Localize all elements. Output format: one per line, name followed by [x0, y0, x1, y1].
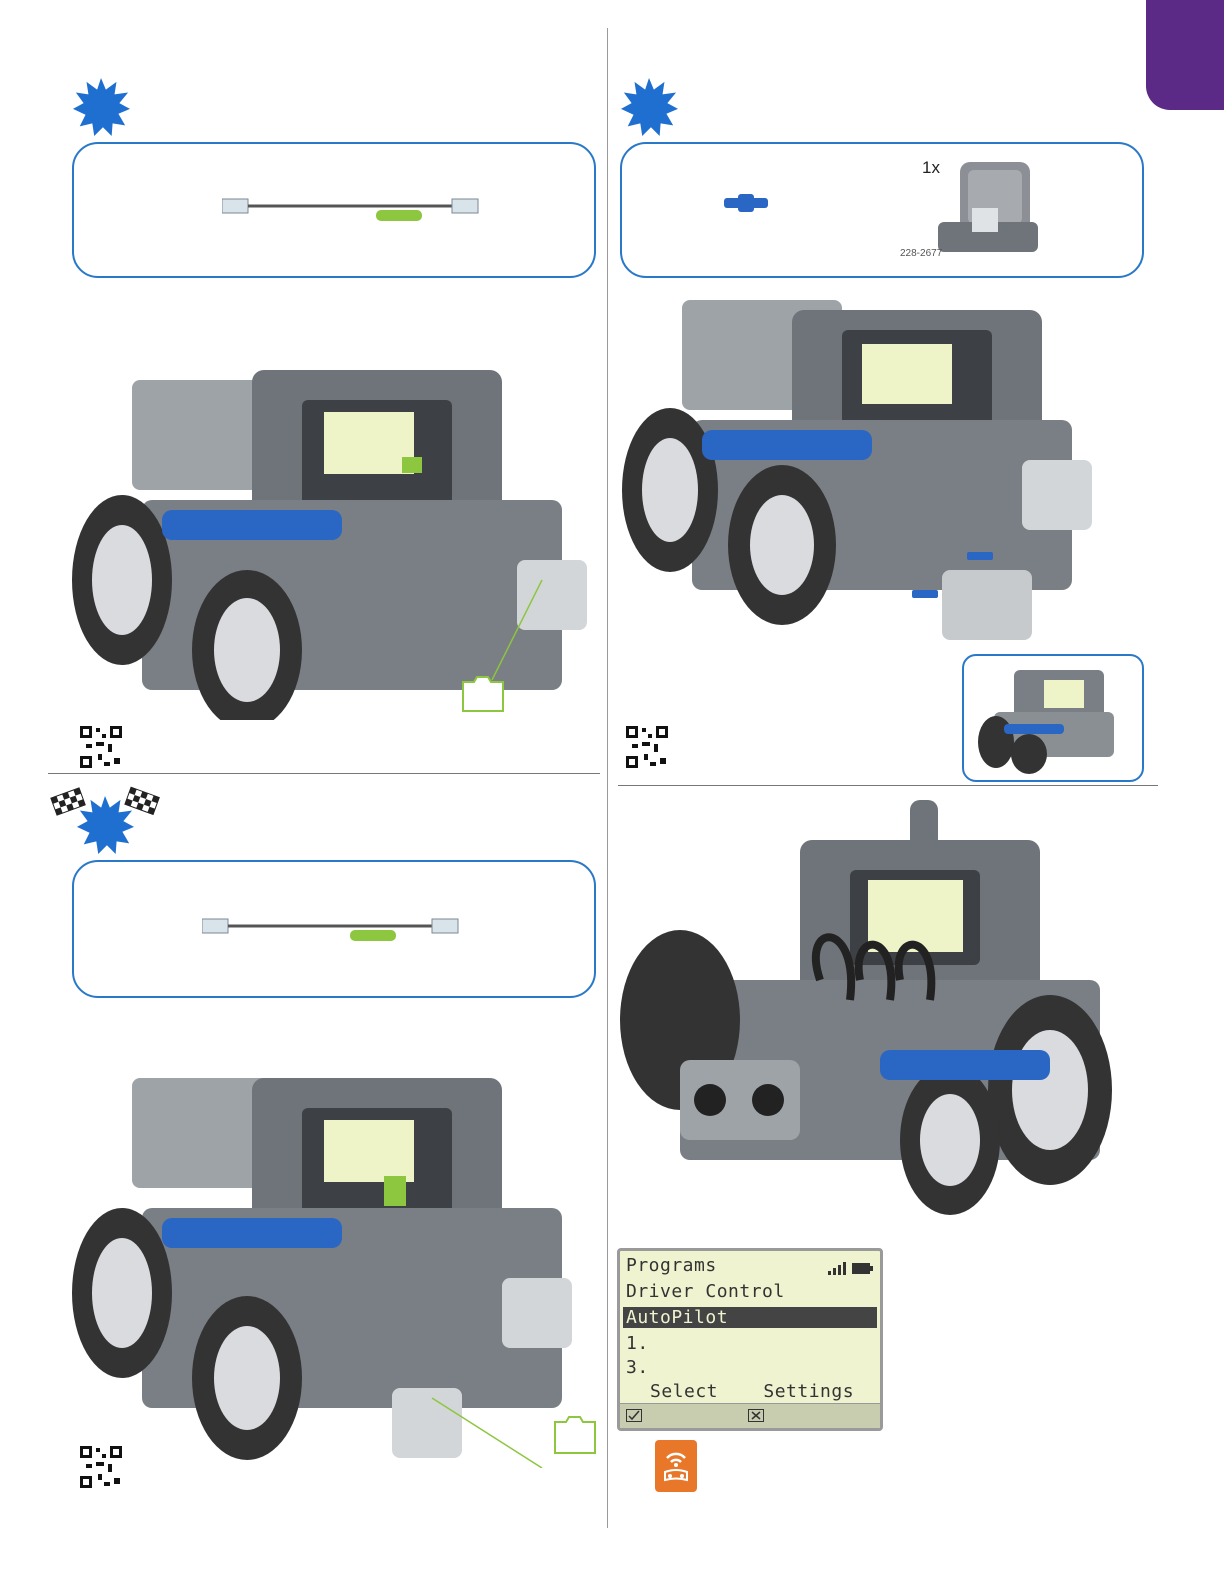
program-autopilot-selected[interactable]: AutoPilot — [623, 1307, 877, 1328]
controller-app-icon[interactable] — [655, 1440, 697, 1492]
robot-build-illustration — [72, 350, 592, 720]
port-callout-icon — [554, 1416, 596, 1454]
port-callout-icon — [462, 676, 504, 712]
pin-part-icon — [724, 192, 768, 214]
parts-box: 1x 228-2677 — [620, 142, 1144, 278]
smart-cable-illustration — [222, 192, 482, 222]
x-box-icon[interactable] — [748, 1409, 764, 1422]
step-starburst-icon — [620, 78, 678, 136]
screen-title: Programs — [626, 1255, 717, 1276]
check-box-icon[interactable] — [626, 1409, 642, 1422]
qr-code-icon[interactable] — [78, 1444, 124, 1490]
parts-box — [72, 142, 596, 278]
screen-softkey-labels: Select Settings — [650, 1381, 854, 1402]
horizontal-divider-left — [48, 773, 600, 774]
vertical-divider — [607, 28, 608, 1528]
robot-build-illustration — [72, 1068, 572, 1468]
section-tab-marker — [1146, 0, 1224, 110]
wireless-controller-icon — [661, 1448, 691, 1484]
signal-battery-icon — [828, 1261, 874, 1275]
parts-box — [72, 860, 596, 998]
robot-thumbnail — [974, 662, 1134, 774]
program-driver-control[interactable]: Driver Control — [626, 1281, 785, 1302]
qr-code-icon[interactable] — [624, 724, 670, 770]
completed-robot-illustration — [620, 800, 1120, 1250]
screen-button-bar — [620, 1403, 880, 1428]
part-number: 228-2677 — [900, 248, 942, 259]
smart-cable-illustration — [202, 912, 462, 942]
horizontal-divider-right — [618, 785, 1158, 786]
step-starburst-icon — [72, 78, 130, 136]
completed-view-inset — [962, 654, 1144, 782]
program-slot-1[interactable]: 1. — [626, 1333, 649, 1354]
program-slot-3[interactable]: 3. — [626, 1357, 649, 1378]
brain-screen-display: Programs Driver Control AutoPilot 1. 3. … — [617, 1248, 883, 1431]
smart-motor-part-illustration — [932, 154, 1042, 264]
step-starburst-icon — [76, 796, 134, 854]
robot-build-illustration — [622, 290, 1102, 650]
qr-code-icon[interactable] — [78, 724, 124, 770]
